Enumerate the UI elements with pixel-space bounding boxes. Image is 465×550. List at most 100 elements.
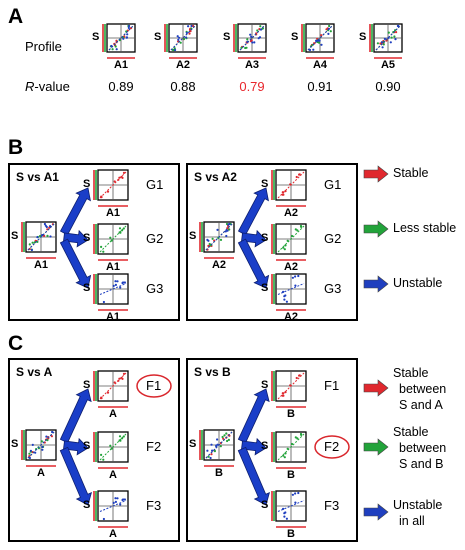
plot-point <box>122 435 125 438</box>
plot-point <box>122 171 126 174</box>
plot-point <box>291 276 294 279</box>
plot-point <box>207 455 210 458</box>
plot-point <box>192 24 195 28</box>
plot-point <box>102 250 105 253</box>
plot-point <box>282 507 285 510</box>
legend-line: Stable <box>393 425 429 439</box>
panel-b-box-s-vs-a1: S vs A1 <box>8 163 180 321</box>
plot-point <box>284 511 287 514</box>
plot-point <box>283 456 286 459</box>
plot-point <box>111 48 114 51</box>
plot-point <box>209 456 212 460</box>
panel-b-box1-plot-g2 <box>93 223 129 261</box>
panel-b-letter: B <box>8 136 24 159</box>
x-axis-label: A1 <box>105 207 121 219</box>
plot-point <box>41 234 44 237</box>
panel-b-box1-title: S vs A1 <box>16 170 59 184</box>
plot-point <box>113 180 116 183</box>
plot-point <box>49 225 52 228</box>
plot-trend-line <box>27 431 55 459</box>
plot-point <box>222 437 225 440</box>
panel-b-box-s-vs-a2: S vs A2 <box>186 163 358 321</box>
plot-point <box>121 229 124 232</box>
plot-point <box>223 434 226 437</box>
y-axis-letter: S <box>83 282 91 294</box>
plot-point <box>393 35 396 38</box>
plot-point <box>118 227 122 230</box>
plot-point <box>210 443 213 446</box>
plot-point <box>28 452 31 455</box>
plot-point <box>113 381 116 384</box>
panel-c-box2-arrow-f1 <box>237 388 270 444</box>
plot-point <box>282 394 285 397</box>
plot-point <box>282 290 285 293</box>
y-axis-letter: S <box>83 379 91 391</box>
plot-point <box>102 300 105 304</box>
panel-c-box-s-vs-a: S vs A <box>8 358 180 542</box>
plot-point <box>226 229 229 232</box>
plot-point <box>387 36 390 39</box>
plot-point <box>387 31 390 34</box>
plot-point <box>379 42 382 45</box>
legend-line: between <box>399 382 447 396</box>
rvalue-label-rest: -value <box>34 79 70 94</box>
plot-point <box>102 517 105 521</box>
plot-point <box>297 491 300 495</box>
plot-trend-line <box>99 433 127 461</box>
panel-b-box2-group-g3: G3 <box>324 281 342 296</box>
panel-b-box2-arrow-g2 <box>241 229 267 248</box>
rvalue-a4: 0.91 <box>307 79 333 94</box>
rvalue-a2: 0.88 <box>170 79 196 94</box>
panel-c-box2-group-f2: F2 <box>324 439 340 454</box>
y-axis-letter: S <box>223 31 231 43</box>
panel-c-box1-arrow-f1 <box>59 388 92 444</box>
panel-c-box2-arrow-f2 <box>241 437 267 456</box>
panel-b-box1-group-g3: G3 <box>146 281 164 296</box>
plot-point <box>253 41 256 44</box>
plot-point <box>316 39 319 42</box>
plot-point <box>109 236 112 239</box>
plot-point <box>224 230 227 233</box>
profile-plot-a2 <box>164 23 198 59</box>
plot-point <box>126 33 129 36</box>
plot-point <box>174 48 177 52</box>
legend-line: Stable <box>393 366 429 380</box>
x-axis-label: A1 <box>105 311 121 323</box>
y-axis-letter: S <box>261 232 269 244</box>
panel-b-box1-arrow-g1 <box>59 187 91 236</box>
panel-c-box1-highlight-circle <box>136 374 172 398</box>
plot-point <box>127 26 130 29</box>
plot-point <box>396 24 399 28</box>
legend-arrow-blue <box>363 503 389 521</box>
plot-point <box>295 376 298 380</box>
plot-point <box>228 228 231 231</box>
plot-point <box>114 280 117 283</box>
plot-point <box>34 451 37 454</box>
panel-b-box1-arrow-g3 <box>59 238 92 289</box>
plot-point <box>119 503 122 506</box>
plot-point <box>298 374 301 377</box>
plot-point <box>295 175 298 179</box>
x-axis-label: A <box>109 528 117 540</box>
legend-line: S and B <box>399 457 444 471</box>
panel-c-box1-group-f1: F1 <box>146 378 162 393</box>
plot-point <box>187 25 190 28</box>
panel-b-box1-source-plot <box>21 221 57 259</box>
plot-point <box>296 437 299 440</box>
plot-point <box>286 239 289 242</box>
plot-point <box>188 32 191 35</box>
panel-c-box1-plot-f1 <box>93 370 129 408</box>
profile-plot-a3 <box>233 23 267 59</box>
plot-point <box>240 46 243 49</box>
plot-point <box>30 248 33 252</box>
plot-point <box>123 498 126 501</box>
plot-point <box>281 191 284 194</box>
panel-c-box2-source-plot <box>199 429 235 467</box>
legend-line: between <box>399 441 447 455</box>
plot-point <box>389 41 392 44</box>
legend-arrow-green <box>363 220 389 238</box>
plot-trend-line <box>99 283 127 295</box>
plot-point <box>206 449 209 452</box>
plot-point <box>328 24 331 28</box>
y-axis-letter: S <box>154 31 162 43</box>
